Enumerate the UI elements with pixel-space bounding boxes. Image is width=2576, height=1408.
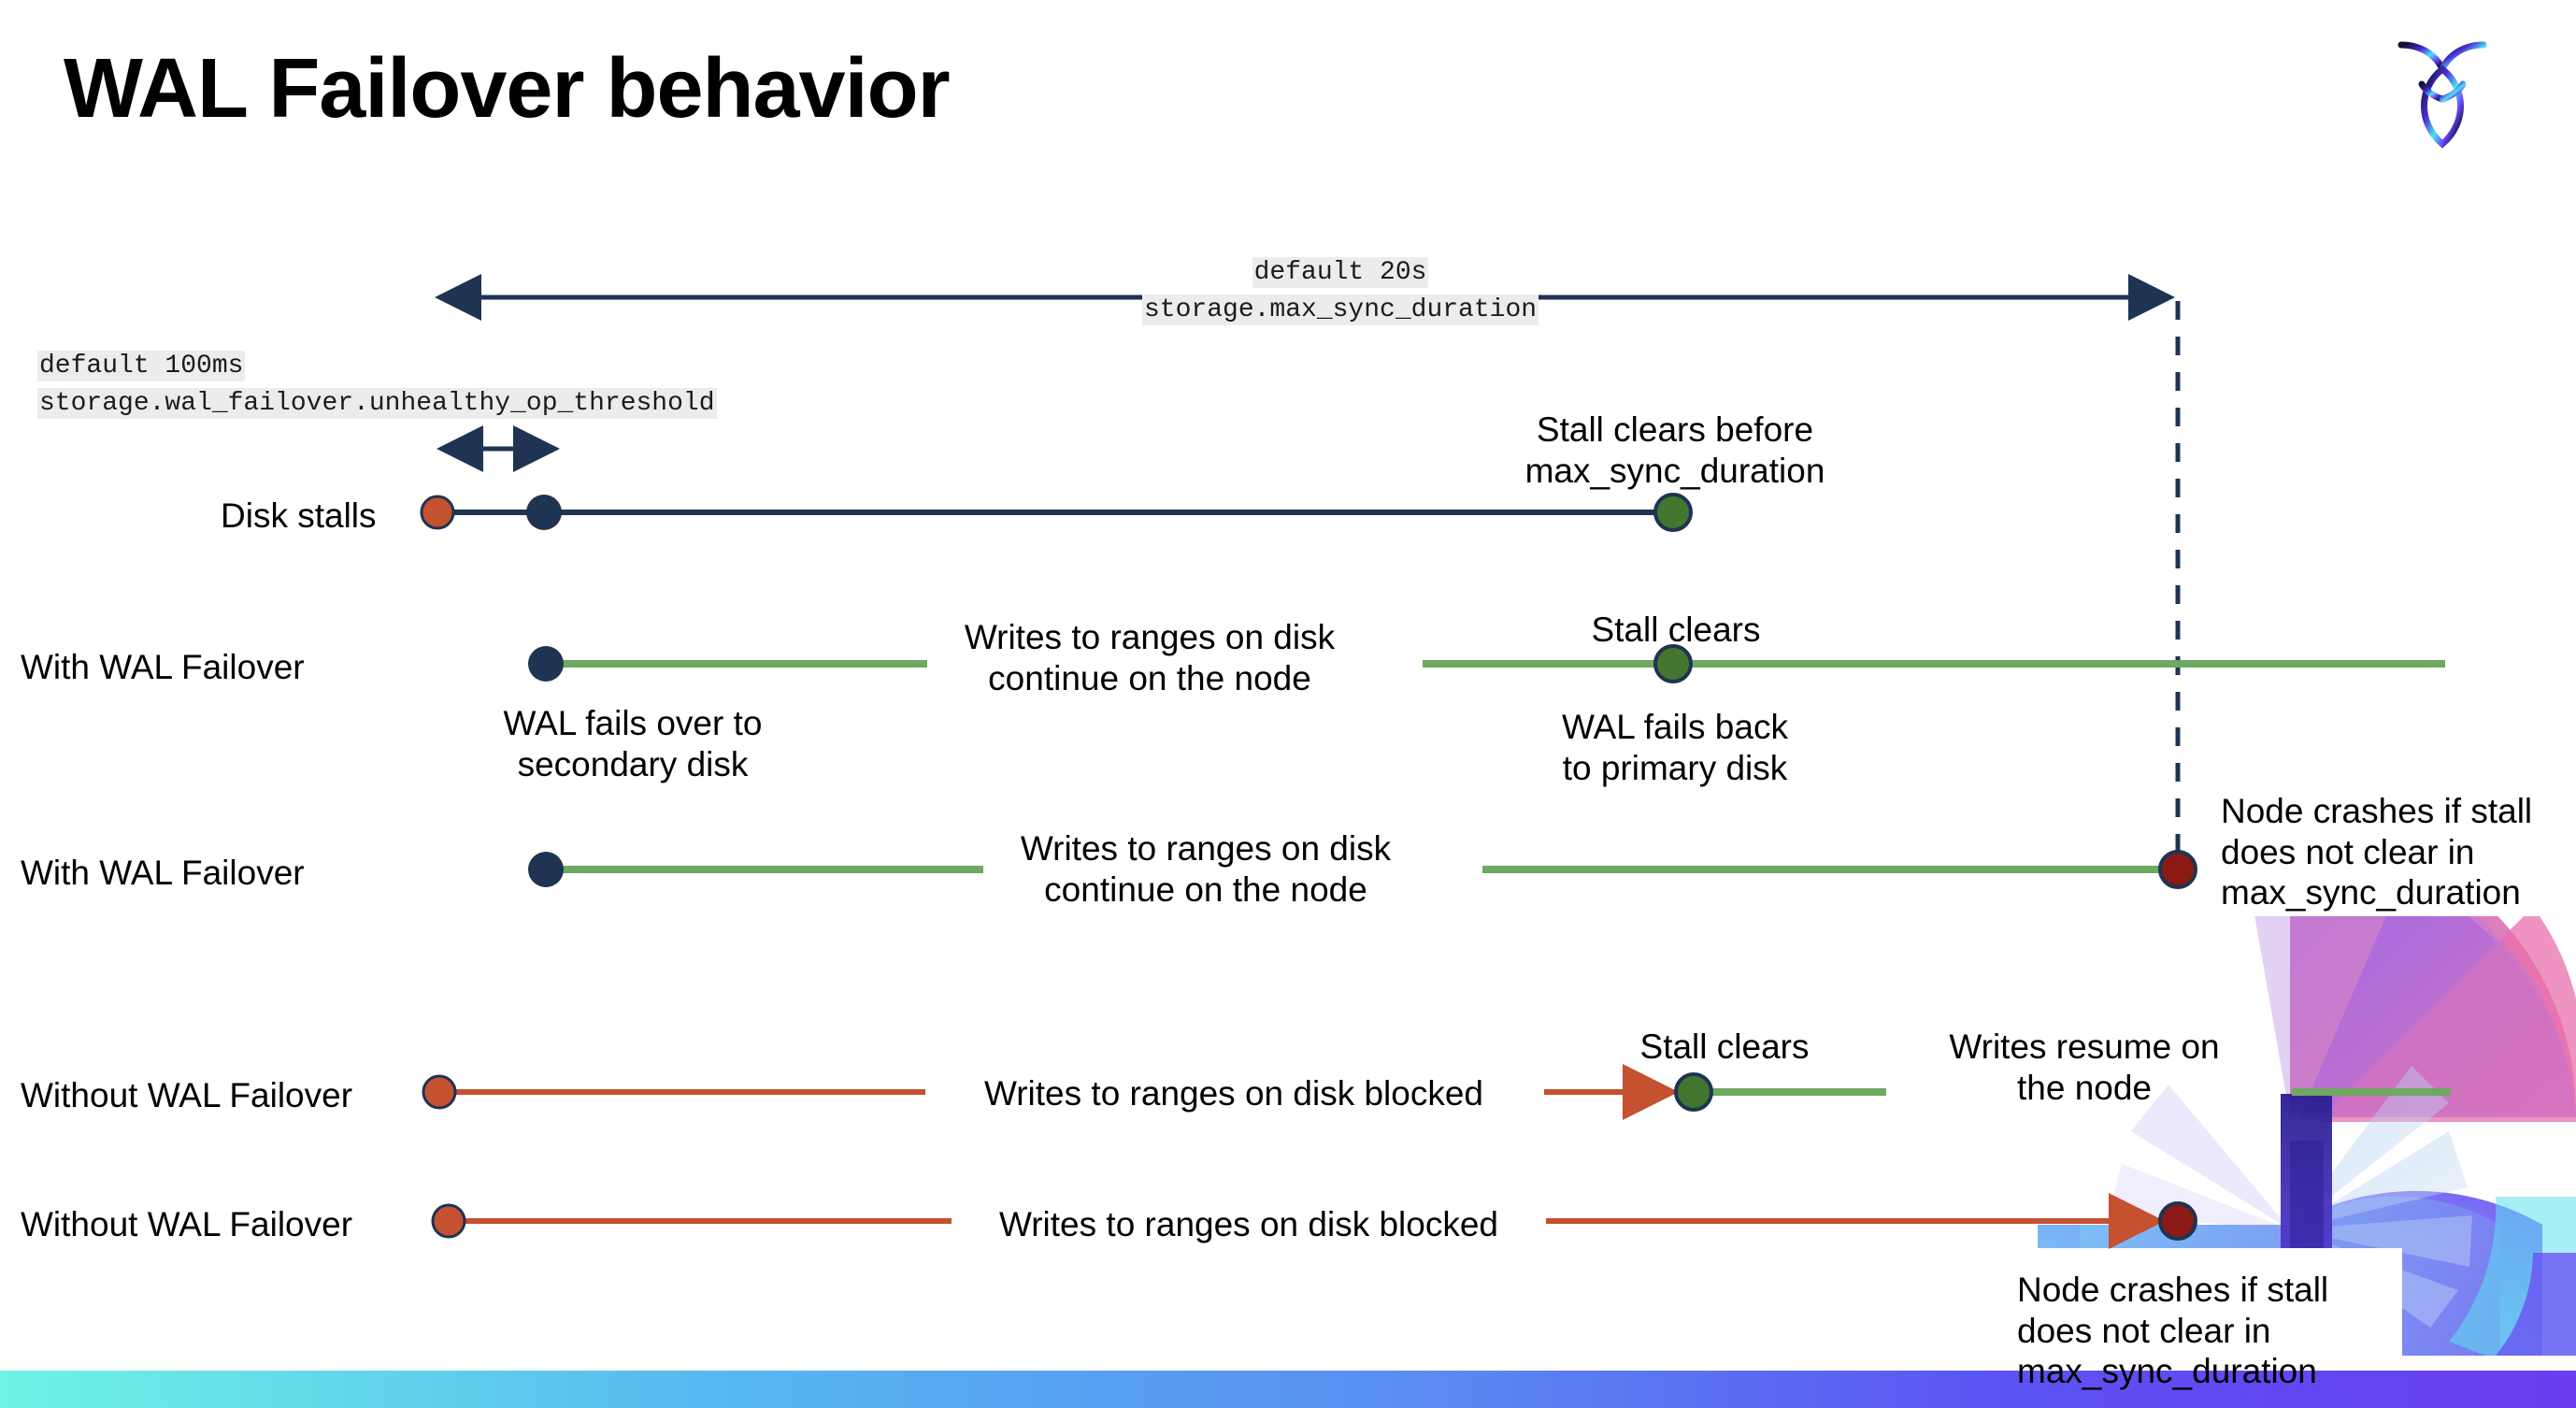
navy-dot-failover: [528, 852, 564, 887]
orange-dot-stall-start: [420, 495, 455, 530]
row-label-without-wal-failover-1: Without WAL Failover: [21, 1076, 353, 1114]
note-line: max_sync_duration: [2221, 873, 2521, 912]
note-writes-blocked-2: Writes to ranges on disk blocked: [950, 1204, 1548, 1245]
green-dot-stall-clears: [1653, 644, 1693, 683]
note-line: Node crashes if stall: [2221, 792, 2533, 830]
max-sync-duration-annotation: default 20s storage.max_sync_duration: [1142, 254, 1539, 329]
note-line: Stall clears before: [1536, 410, 1814, 449]
annotation-storage-wal-failover-unhealthy-op-threshold: storage.wal_failover.unhealthy_op_thresh…: [37, 387, 717, 419]
note-line: WAL fails over to: [503, 704, 763, 742]
note-line: Writes to ranges on disk blocked: [983, 1074, 1484, 1113]
row-disk-stalls-track: [420, 493, 1693, 532]
navy-dot-failover: [526, 495, 562, 530]
note-line: the node: [2016, 1068, 2153, 1107]
note-line: continue on the node: [1044, 869, 1367, 909]
row-label-disk-stalls: Disk stalls: [221, 496, 377, 535]
unhealthy-op-threshold-annotation: default 100ms storage.wal_failover.unhea…: [37, 348, 717, 423]
row-label-with-wal-failover-1: With WAL Failover: [21, 648, 305, 686]
row-without-wal-failover-2-track: [431, 1193, 2197, 1249]
note-writes-continue-2: Writes to ranges on disk continue on the…: [991, 828, 1421, 910]
orange-dot-stall-start: [422, 1074, 457, 1110]
note-writes-blocked-1: Writes to ranges on disk blocked: [935, 1073, 1533, 1114]
row-label-with-wal-failover-2: With WAL Failover: [21, 854, 305, 892]
bottom-gradient-bar: [0, 1371, 2576, 1408]
page-title: WAL Failover behavior: [64, 42, 951, 136]
note-line: secondary disk: [517, 744, 749, 783]
note-line: Writes to ranges on disk: [964, 618, 1336, 656]
orange-dot-stall-start: [431, 1203, 466, 1239]
note-line: does not clear in: [2221, 832, 2475, 871]
row-with-wal-failover-2-track: [528, 850, 2197, 889]
annotation-default-100ms: default 100ms: [37, 351, 246, 381]
note-line: Writes resume on: [1949, 1027, 2220, 1066]
note-line: max_sync_duration: [2017, 1352, 2317, 1391]
note-stall-clears-1: Stall clears: [1540, 610, 1811, 651]
navy-dot-failover: [528, 646, 564, 682]
note-writes-resume: Writes resume on the node: [1925, 1027, 2243, 1108]
green-dot-stall-clears: [1674, 1072, 1713, 1112]
annotation-storage-max-sync-duration: storage.max_sync_duration: [1142, 294, 1539, 325]
note-wal-fails-over-secondary: WAL fails over to secondary disk: [469, 703, 796, 784]
row-label-without-wal-failover-2: Without WAL Failover: [21, 1205, 353, 1243]
note-line: Node crashes if stall: [2017, 1271, 2329, 1309]
row-with-wal-failover-1-track: [528, 644, 2445, 683]
note-line: continue on the node: [988, 658, 1311, 697]
dark-red-dot-node-crash: [2158, 1201, 2197, 1241]
row-without-wal-failover-1-track: [422, 1064, 2451, 1120]
note-node-crashes-2: Node crashes if stall does not clear in …: [2017, 1270, 2391, 1392]
note-line: to primary disk: [1562, 748, 1788, 787]
note-line: Writes to ranges on disk blocked: [998, 1205, 1499, 1243]
note-line: does not clear in: [2017, 1311, 2271, 1350]
note-line: Stall clears: [1639, 1027, 1810, 1066]
note-line: max_sync_duration: [1524, 451, 1825, 490]
note-node-crashes-1: Node crashes if stall does not clear in …: [2221, 791, 2576, 913]
cockroachdb-logo: [2386, 30, 2498, 150]
note-writes-continue-1: Writes to ranges on disk continue on the…: [935, 617, 1365, 698]
note-stall-clears-2: Stall clears: [1589, 1027, 1860, 1068]
note-stall-clears-before-max-sync: Stall clears before max_sync_duration: [1497, 409, 1853, 491]
note-line: Writes to ranges on disk: [1020, 829, 1392, 868]
note-line: Stall clears: [1591, 611, 1761, 649]
dark-red-dot-node-crash: [2158, 850, 2197, 889]
note-wal-fails-back-primary: WAL fails back to primary disk: [1535, 707, 1815, 788]
note-line: WAL fails back: [1562, 708, 1788, 746]
annotation-default-20s: default 20s: [1252, 257, 1429, 288]
green-dot-stall-clears: [1653, 493, 1693, 532]
